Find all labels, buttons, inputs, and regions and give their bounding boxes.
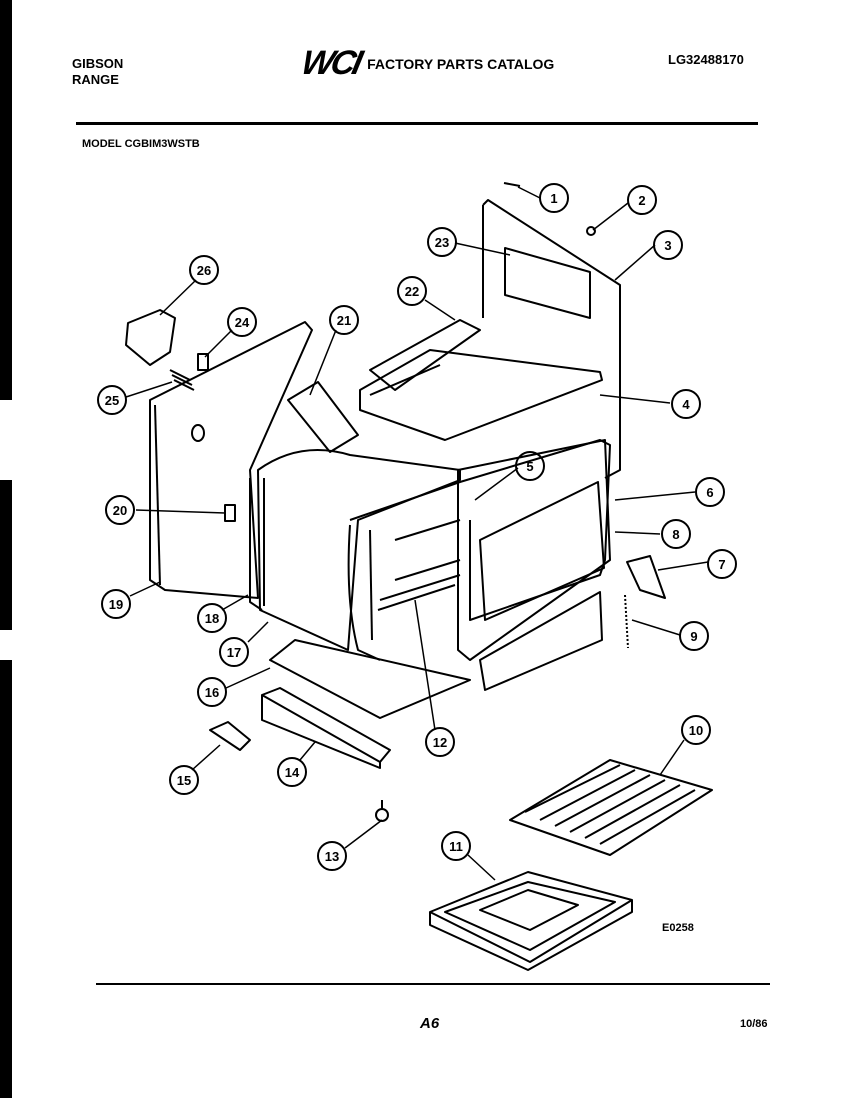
callout-label: 19 xyxy=(109,597,123,612)
callout-label: 5 xyxy=(526,459,533,474)
callout-1: 1 xyxy=(539,183,569,213)
callout-13: 13 xyxy=(317,841,347,871)
callout-label: 13 xyxy=(325,849,339,864)
callout-26: 26 xyxy=(189,255,219,285)
callout-label: 16 xyxy=(205,685,219,700)
callout-12: 12 xyxy=(425,727,455,757)
callout-20: 20 xyxy=(105,495,135,525)
callout-14: 14 xyxy=(277,757,307,787)
callout-label: 6 xyxy=(706,485,713,500)
callout-label: 4 xyxy=(682,397,690,412)
callout-17: 17 xyxy=(219,637,249,667)
catalog-title: FACTORY PARTS CATALOG xyxy=(367,55,555,72)
side-panel-drawing xyxy=(149,321,313,599)
leader-lines xyxy=(125,186,709,881)
header-rule xyxy=(76,122,758,125)
callout-11: 11 xyxy=(441,831,471,861)
callout-label: 18 xyxy=(205,611,219,626)
document-number: LG32488170 xyxy=(668,52,744,67)
model-label: MODEL CGBIM3WSTB xyxy=(82,138,200,150)
callout-label: 11 xyxy=(449,839,463,854)
callout-label: 2 xyxy=(638,193,645,208)
callout-label: 12 xyxy=(433,735,447,750)
callout-label: 3 xyxy=(664,238,671,253)
oven-rack-drawing xyxy=(509,759,713,856)
left-edge-strip xyxy=(0,630,12,660)
callout-label: 20 xyxy=(113,503,127,518)
callout-8: 8 xyxy=(661,519,691,549)
oven-body-drawing xyxy=(249,199,621,719)
callout-16: 16 xyxy=(197,677,227,707)
callout-10: 10 xyxy=(681,715,711,745)
logo-block: WCI FACTORY PARTS CATALOG xyxy=(298,44,555,83)
callout-label: 7 xyxy=(718,557,725,572)
callout-4: 4 xyxy=(671,389,701,419)
callout-label: 9 xyxy=(690,629,697,644)
brand-name: GIBSON xyxy=(72,56,124,71)
kick-panel-drawing xyxy=(261,687,391,769)
callout-7: 7 xyxy=(707,549,737,579)
callout-5: 5 xyxy=(515,451,545,481)
callout-label: 14 xyxy=(285,765,300,780)
callout-18: 18 xyxy=(197,603,227,633)
callout-label: 24 xyxy=(235,315,250,330)
figure-code: E0258 xyxy=(662,922,694,934)
callout-23: 23 xyxy=(427,227,457,257)
callout-label: 15 xyxy=(177,773,191,788)
callout-6: 6 xyxy=(695,477,725,507)
callout-label: 21 xyxy=(337,313,351,328)
callout-15: 15 xyxy=(169,765,199,795)
broiler-pan-drawing xyxy=(429,871,633,971)
callout-3: 3 xyxy=(653,230,683,260)
callout-22: 22 xyxy=(397,276,427,306)
callout-25: 25 xyxy=(97,385,127,415)
page-number: A6 xyxy=(420,1015,440,1032)
callout-label: 17 xyxy=(227,645,241,660)
callout-label: 25 xyxy=(105,393,119,408)
callout-24: 24 xyxy=(227,307,257,337)
footer-rule xyxy=(96,983,770,985)
product-type: RANGE xyxy=(72,72,119,87)
callout-2: 2 xyxy=(627,185,657,215)
callout-label: 10 xyxy=(689,723,703,738)
callout-label: 26 xyxy=(197,263,211,278)
callout-label: 1 xyxy=(550,191,557,206)
revision-date: 10/86 xyxy=(740,1018,768,1030)
callout-9: 9 xyxy=(679,621,709,651)
callout-19: 19 xyxy=(101,589,131,619)
left-edge-strip xyxy=(0,400,12,480)
oven-door-drawing xyxy=(457,439,611,691)
callout-label: 23 xyxy=(435,235,449,250)
brand-block: GIBSON RANGE xyxy=(72,56,123,88)
callout-21: 21 xyxy=(329,305,359,335)
small-parts-drawing xyxy=(125,182,666,822)
callout-label: 22 xyxy=(405,284,419,299)
callout-label: 8 xyxy=(672,527,679,542)
